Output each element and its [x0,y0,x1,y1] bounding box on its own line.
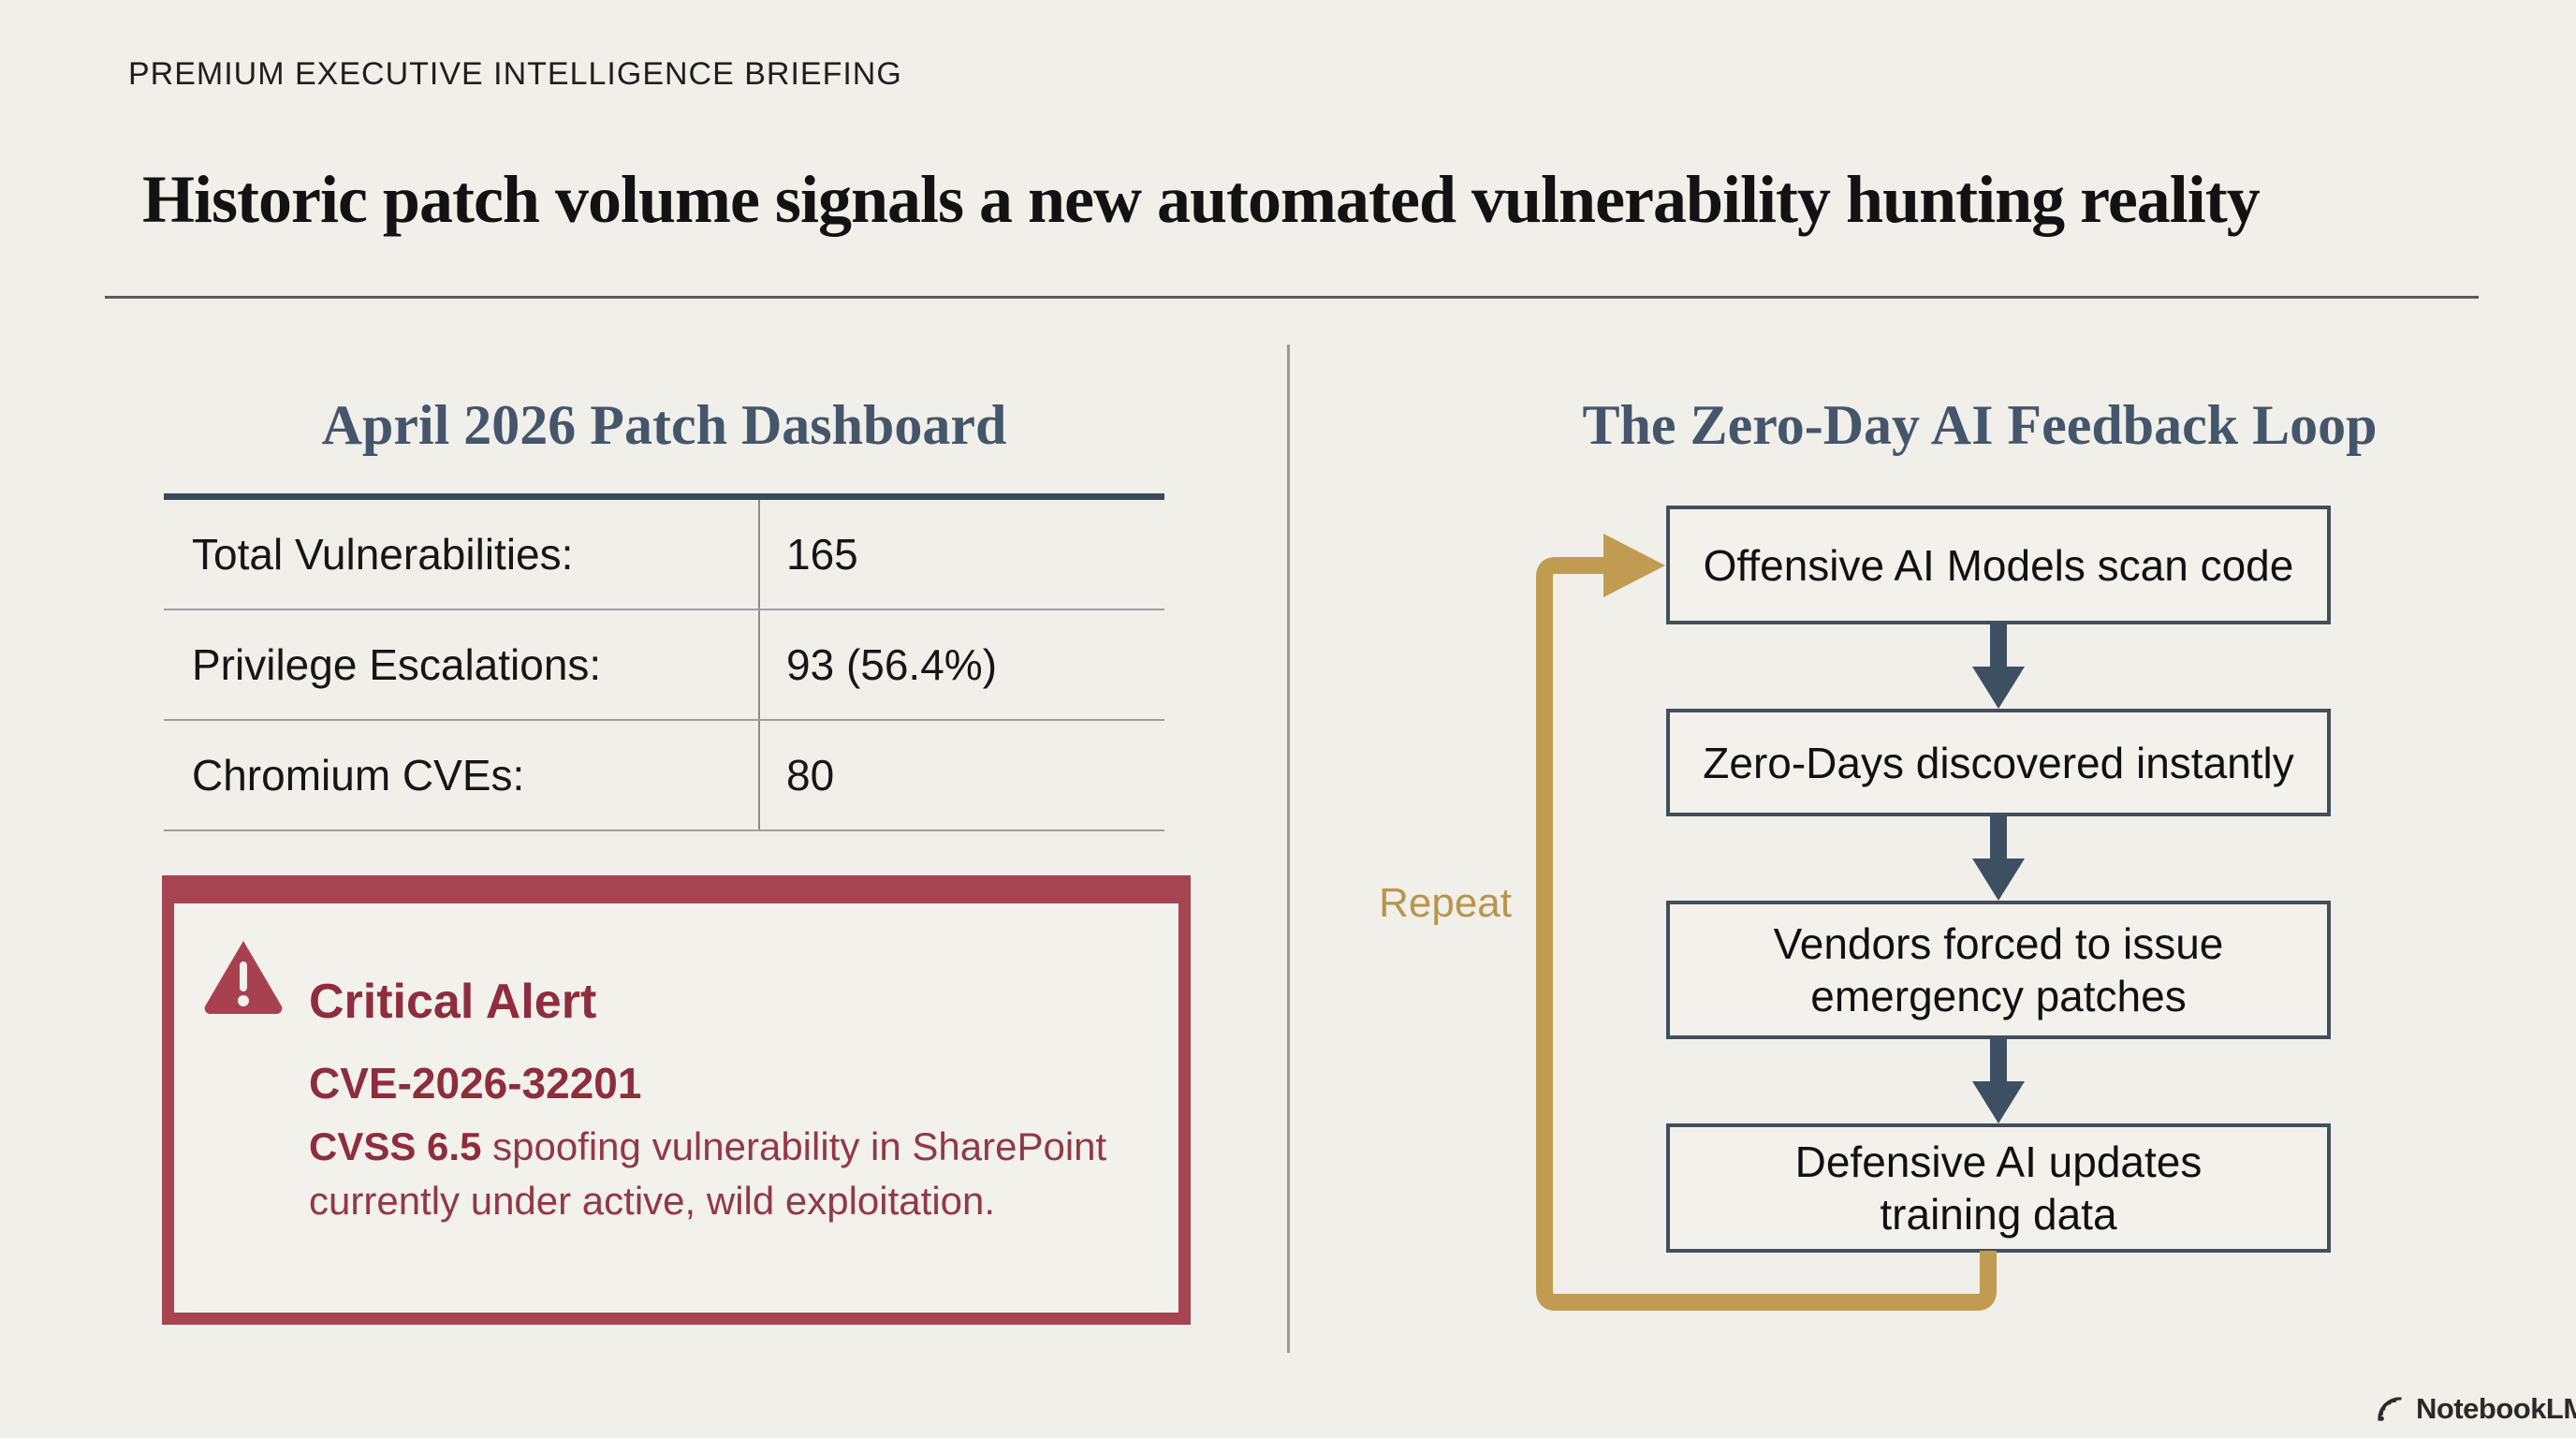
notebooklm-logo: NotebookLM [2372,1391,2576,1427]
table-row: Chromium CVEs: 80 [164,721,1164,831]
flow-step-vendors: Vendors forced to issue emergency patche… [1666,901,2331,1039]
notebooklm-icon [2378,1397,2402,1421]
alert-title: Critical Alert [309,975,597,1029]
down-arrow-icon [1972,624,2025,709]
table-row: Privilege Escalations: 93 (56.4%) [164,610,1164,721]
flow-step-zero-days: Zero-Days discovered instantly [1666,709,2331,816]
down-arrow-icon [1972,816,2025,901]
row-label: Privilege Escalations: [192,640,602,689]
flow-step-label: Defensive AI updates training data [1794,1137,2203,1239]
flow-step-offensive-ai: Offensive AI Models scan code [1666,506,2331,624]
patch-table: Total Vulnerabilities: 165 Privilege Esc… [164,493,1164,831]
flow-step-label: Vendors forced to issue emergency patche… [1773,919,2224,1020]
flow-step-label: Zero-Days discovered instantly [1703,738,2294,787]
page-title: Historic patch volume signals a new auto… [142,162,2261,237]
repeat-label: Repeat [1379,880,1512,926]
section-divider [1287,345,1290,1353]
dashboard-title: April 2026 Patch Dashboard [321,394,1007,456]
row-label: Chromium CVEs: [192,751,525,800]
alert-cve: CVE-2026-32201 [309,1059,642,1108]
warning-icon [204,941,283,1014]
row-value: 80 [758,721,1164,829]
flow-step-label: Offensive AI Models scan code [1703,540,2294,590]
row-value: 165 [758,500,1164,609]
repeat-loop-arrow [1536,534,1997,1311]
alert-body-lead: CVSS 6.5 [309,1124,482,1168]
alert-body-rest: spoofing vulnerability in SharePoint cur… [309,1124,1107,1223]
critical-alert-box: Critical Alert CVE-2026-32201 CVSS 6.5 s… [162,875,1191,1325]
eyebrow-label: PREMIUM EXECUTIVE INTELLIGENCE BRIEFING [128,56,902,92]
flow-step-defensive-ai: Defensive AI updates training data [1666,1123,2331,1253]
loop-title: The Zero-Day AI Feedback Loop [1582,394,2378,456]
table-row: Total Vulnerabilities: 165 [164,500,1164,610]
brand-label: NotebookLM [2416,1392,2576,1425]
down-arrow-icon [1972,1039,2025,1123]
title-rule [105,296,2479,299]
row-label: Total Vulnerabilities: [192,530,574,579]
alert-body: CVSS 6.5 spoofing vulnerability in Share… [309,1120,1114,1228]
row-value: 93 (56.4%) [758,610,1164,719]
